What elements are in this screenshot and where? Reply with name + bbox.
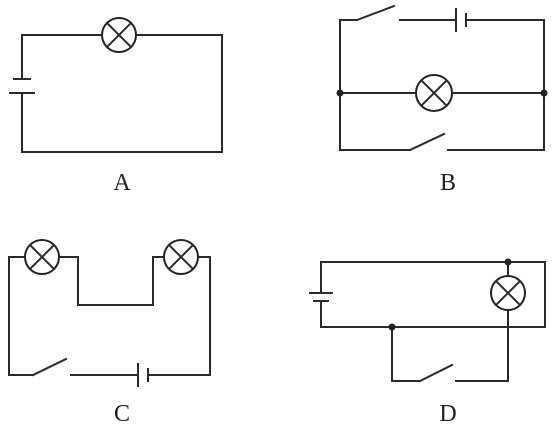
circuit-b-junction-right	[540, 89, 548, 97]
circuit-b-switch-bottom	[408, 132, 446, 152]
circuit-a: A	[9, 17, 223, 196]
circuit-c-battery	[137, 363, 149, 387]
circuit-b-wires	[339, 19, 545, 151]
circuit-d-label: D	[439, 401, 456, 427]
circuit-b: B	[336, 4, 548, 196]
circuit-d-switch	[418, 363, 454, 383]
circuit-b-junction-left	[336, 89, 344, 97]
circuit-d: D	[309, 258, 546, 427]
circuit-b-label: B	[440, 170, 456, 196]
circuit-c-lamp-right	[163, 239, 199, 275]
circuit-d-lamp	[490, 275, 526, 311]
circuit-c: C	[8, 239, 211, 427]
circuit-c-lamp-left	[24, 239, 60, 275]
circuit-a-battery	[9, 78, 35, 94]
circuit-b-battery	[455, 8, 467, 32]
circuit-b-lamp	[415, 74, 453, 112]
circuit-c-label: C	[114, 401, 130, 427]
circuit-d-junction-left	[388, 323, 396, 331]
circuit-b-switch-top	[355, 4, 396, 22]
circuit-a-label: A	[113, 170, 131, 196]
circuit-d-battery	[309, 292, 333, 302]
circuit-c-switch	[31, 357, 68, 377]
circuit-a-lamp	[101, 17, 137, 53]
circuit-a-wires	[21, 34, 223, 153]
circuit-c-wires	[8, 256, 211, 376]
circuit-d-junction-top	[504, 258, 512, 266]
circuit-d-wires	[320, 261, 546, 382]
